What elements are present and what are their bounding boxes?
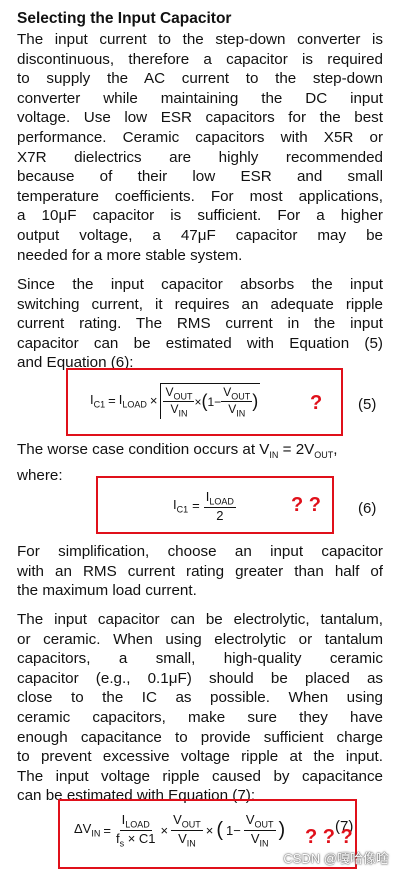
eq5-iload: ILOAD [118,392,147,410]
text-line: with an RMS current rating greater than … [17,562,383,580]
paragraph-worst-case: The worse case condition occurs at VIN =… [17,441,338,484]
equation-number-7: (7) [335,818,354,835]
text-line: The input capacitor can be electrolytic,… [17,611,383,628]
eq5-equals: = [108,393,116,409]
text-line: needed for a more stable system. [17,246,243,264]
text-line: enough capacitance to provide sufficient… [17,728,383,746]
eq6-lhs: IC1 [173,497,189,515]
eq7-frac-vout-vin-2: VOUT VIN [243,812,276,849]
eq7-one-minus: 1− [226,822,241,838]
equation-7: ΔVIN = ILOAD fs × C1 × VOUT VIN × ( 1− V… [74,812,286,849]
text-line: converter while maintaining the DC input [17,89,383,107]
text-line: ceramic capacitors, make sure they have [17,708,383,726]
equation-5: IC1 = ILOAD × VOUT VIN × ( 1− VOUT VIN ) [90,383,261,419]
text-line: or ceramic. When using electrolytic or t… [17,630,383,648]
eq5-one-minus: 1− [207,394,222,409]
text-line: For simplification, choose an input capa… [17,543,383,560]
text-line: capacitors, a small, high-quality cerami… [17,650,383,668]
text-line: a 10μF capacitor is sufficient. For a hi… [17,207,383,225]
section-heading: Selecting the Input Capacitor [17,10,232,27]
eq5-frac-vout-vin-2: VOUT VIN [221,385,253,419]
equation-number-5: (5) [358,396,377,413]
text-line: close to the IC as possible. When using [17,689,383,707]
text-line: the maximum load current. [17,582,197,600]
eq6-equals: = [192,498,200,514]
text-line: and Equation (6): [17,354,134,372]
text-line: X7R dielectrics are highly recommended [17,148,383,166]
paragraph-capacitor-types: The input capacitor can be electrolytic,… [17,610,383,806]
eq5-frac-vout-vin: VOUT VIN [163,385,195,419]
eq7-frac-iload: ILOAD fs × C1 [115,812,156,849]
text-line: The input current to the step-down conve… [17,31,383,48]
text-line: temperature coefficients. For most appli… [17,187,383,205]
question-mark-eq5: ? [310,392,323,414]
text-line: performance. Ceramic capacitors with X5R… [17,128,383,146]
eq5-lhs: IC1 [90,392,106,410]
text-line: switching current, it requires an adequa… [17,295,383,313]
text-line: The input voltage ripple caused by capac… [17,767,383,785]
eq7-lhs: ΔVIN [74,821,101,839]
paragraph-simplification: For simplification, choose an input capa… [17,542,383,601]
text-line: because of their low ESR and small [17,168,383,186]
eq7-frac-vout-vin: VOUT VIN [171,812,203,849]
text-line: voltage. Use low ESR capacitors for the … [17,109,383,127]
annotation-box-eq6 [96,476,334,534]
equation-number-6: (6) [358,500,377,517]
csdn-watermark: CSDN @嘎哈像啥 [283,851,389,866]
question-marks-eq6: ? ? [291,494,321,516]
question-marks-eq7: ? ? ? [305,826,353,848]
annotation-box-eq7 [58,799,357,869]
text-line: capacitor (e.g., 0.1μF) should be placed… [17,669,383,687]
text-line: Since the input capacitor absorbs the in… [17,276,383,293]
eq6-frac: ILOAD 2 [203,489,236,523]
equation-6: IC1 = ILOAD 2 [173,489,236,523]
eq5-sqrt: VOUT VIN × ( 1− VOUT VIN ) [160,383,261,419]
text-line: current rating. The RMS current in the i… [17,315,383,333]
paragraph-intro: The input current to the step-down conve… [17,30,383,265]
text-line: to prevent excessive voltage ripple at t… [17,748,383,766]
paragraph-rms-current: Since the input capacitor absorbs the in… [17,275,383,373]
text-line: output voltage, a 47μF capacitor may be [17,226,383,244]
text-line: discontinuous, therefore a capacitor is … [17,50,383,68]
eq5-times: × [149,393,158,409]
text-line: capacitor can be estimated with Equation… [17,334,383,352]
text-line: to supply the AC current to the step-dow… [17,70,383,88]
eq7-equals: = [103,822,111,838]
annotation-box-eq5 [66,368,343,436]
